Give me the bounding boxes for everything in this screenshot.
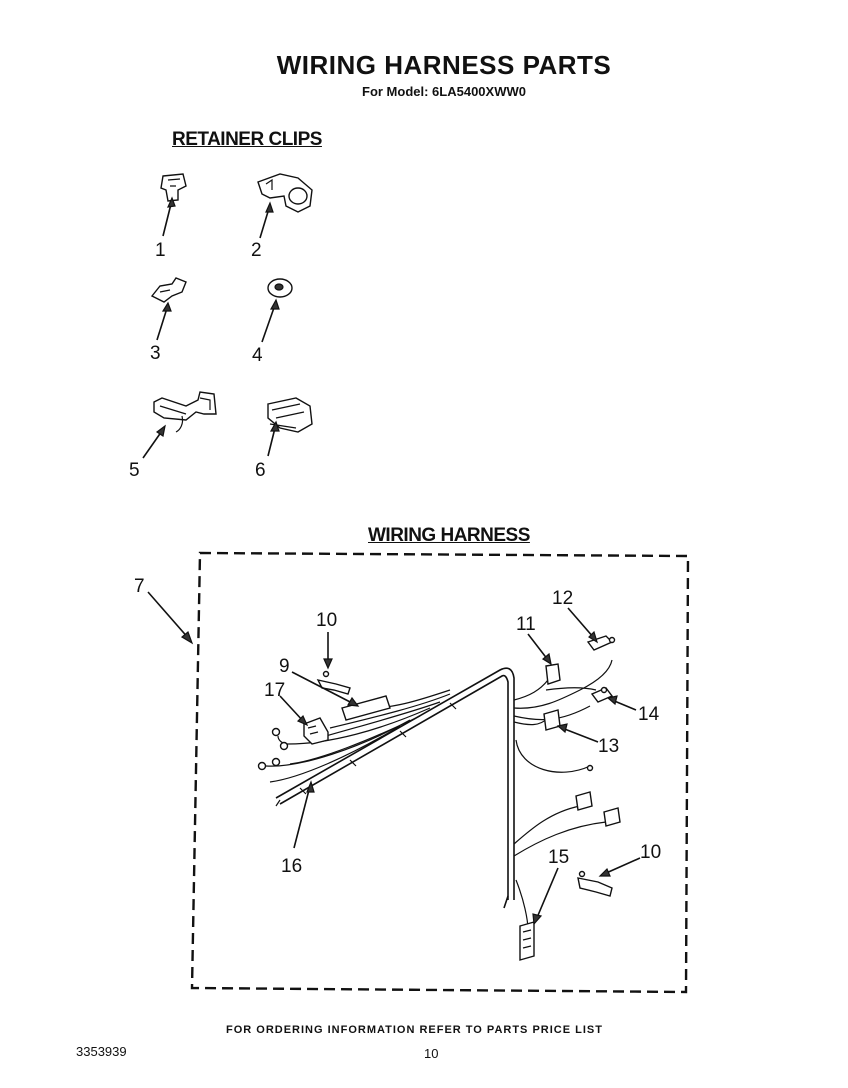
callout-7: 7: [134, 576, 145, 597]
ordering-note: FOR ORDERING INFORMATION REFER TO PARTS …: [226, 1024, 603, 1036]
clip-3-drawing: [150, 277, 187, 341]
callout-11: 11: [516, 614, 536, 635]
clip-5-drawing: [142, 391, 217, 459]
clip-6-drawing: [267, 397, 313, 457]
callout-5: 5: [129, 460, 140, 481]
model-subtitle: For Model: 6LA5400XWW0: [362, 84, 526, 99]
leader-7: [147, 591, 194, 645]
callout-12: 12: [552, 588, 574, 609]
clip-4-drawing: [261, 278, 293, 343]
clip-2-drawing: [257, 173, 313, 239]
page-title: WIRING HARNESS PARTS: [276, 50, 612, 80]
harness-drawing: [257, 635, 621, 961]
wiring-harness-heading: WIRING HARNESS: [368, 525, 530, 546]
retainer-clips-heading: RETAINER CLIPS: [172, 129, 322, 150]
callout-14: 14: [638, 704, 660, 725]
callout-1: 1: [155, 240, 166, 261]
callout-2: 2: [251, 240, 262, 261]
callout-6: 6: [255, 460, 266, 481]
callout-4: 4: [252, 345, 263, 366]
page-number: 10: [424, 1046, 439, 1061]
harness-frame: [190, 551, 690, 994]
callout-13: 13: [598, 736, 620, 757]
callout-9: 9: [279, 656, 290, 677]
callout-16: 16: [281, 856, 303, 877]
document-number: 3353939: [76, 1044, 127, 1059]
callout-3: 3: [150, 343, 161, 364]
clip-1-drawing: [160, 173, 187, 237]
callout-15: 15: [548, 847, 570, 868]
callout-17: 17: [264, 680, 286, 701]
callout-10-lower: 10: [640, 842, 662, 863]
leader-lines: [279, 607, 641, 926]
callout-10-upper: 10: [316, 610, 338, 631]
